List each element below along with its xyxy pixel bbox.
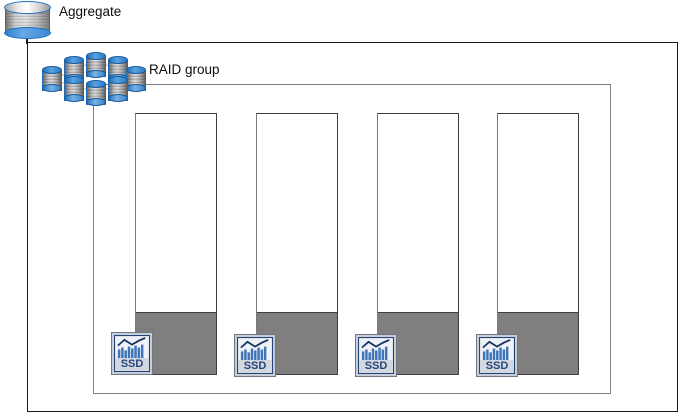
ssd-label: SSD: [480, 360, 514, 373]
storage-column-2: [256, 113, 338, 375]
disk-bottom-ellipse: [42, 84, 62, 92]
disk-top-ellipse: [42, 66, 62, 74]
ssd-icon-inner: SSD: [237, 337, 273, 374]
aggregate-container-box: [27, 42, 678, 412]
disk-bottom-ellipse: [86, 70, 106, 78]
ssd-chart-glyph: [481, 339, 513, 360]
disk-top-ellipse: [64, 56, 84, 64]
ssd-chart-glyph: [360, 339, 392, 360]
raid-group-container-box: [93, 84, 611, 394]
raid-disk-cluster: [42, 52, 146, 106]
disk-bottom-ellipse: [108, 94, 128, 102]
disk-top-ellipse: [86, 80, 106, 88]
disk-cylinder-icon: [108, 76, 128, 104]
ssd-label: SSD: [115, 358, 149, 371]
ssd-label: SSD: [238, 360, 272, 373]
disk-top-ellipse: [108, 56, 128, 64]
disk-top-ellipse: [108, 76, 128, 84]
disk-top-ellipse: [64, 76, 84, 84]
storage-column-1: [135, 113, 217, 375]
disk-top-ellipse: [126, 66, 146, 74]
ssd-drive-icon-1: SSD: [111, 332, 153, 375]
ssd-label: SSD: [359, 360, 393, 373]
ssd-drive-icon-2: SSD: [234, 334, 276, 377]
storage-column-4: [497, 113, 579, 375]
raid-group-label: RAID group: [149, 62, 220, 77]
disk-cylinder-icon: [42, 66, 62, 94]
ssd-drive-icon-3: SSD: [355, 334, 397, 377]
ssd-icon-inner: SSD: [479, 337, 515, 374]
disk-cylinder-icon: [86, 52, 106, 80]
database-cylinder-icon: [4, 1, 51, 39]
cylinder-top-ellipse: [4, 1, 51, 14]
ssd-chart-glyph: [116, 337, 148, 358]
disk-bottom-ellipse: [64, 94, 84, 102]
cylinder-bottom-ellipse: [4, 27, 51, 39]
storage-column-3: [377, 113, 459, 375]
disk-bottom-ellipse: [86, 98, 106, 106]
ssd-icon-inner: SSD: [114, 335, 150, 372]
ssd-chart-glyph: [239, 339, 271, 360]
disk-cylinder-icon: [126, 66, 146, 94]
disk-cylinder-icon: [64, 76, 84, 104]
ssd-drive-icon-4: SSD: [476, 334, 518, 377]
aggregate-label: Aggregate: [59, 4, 122, 19]
disk-bottom-ellipse: [126, 84, 146, 92]
disk-cylinder-icon: [86, 80, 106, 108]
ssd-icon-inner: SSD: [358, 337, 394, 374]
disk-top-ellipse: [86, 52, 106, 60]
